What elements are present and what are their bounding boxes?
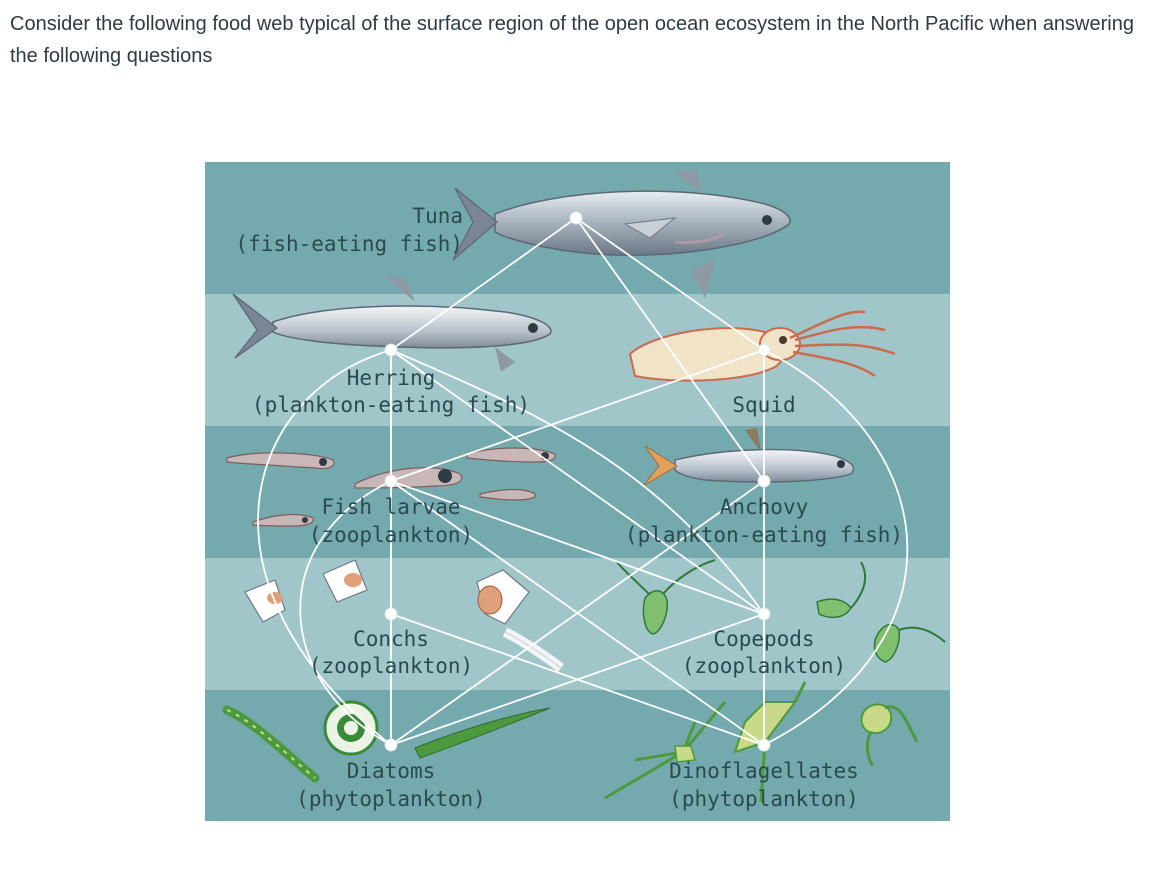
diatoms-illustration	[222, 700, 551, 783]
label-tuna-desc: (fish-eating fish)	[235, 232, 463, 256]
node-tuna	[569, 211, 583, 225]
link-fish-larvae-diatoms-loop	[299, 480, 392, 746]
node-dinoflagellates	[757, 738, 771, 752]
link-fish-larvae-copepods	[390, 480, 765, 615]
link-squid-dinoflagellates-loop	[763, 349, 909, 746]
link-tuna-herring	[390, 217, 577, 351]
node-squid	[757, 343, 771, 357]
label-anchovy-name: Anchovy	[720, 495, 809, 519]
conchs-illustration	[244, 559, 564, 673]
label-dinoflagellates-name: Dinoflagellates	[669, 759, 859, 783]
question-text: Consider the following food web typical …	[10, 13, 1134, 67]
label-copepods-desc: (zooplankton)	[682, 654, 846, 678]
node-diatoms	[384, 738, 398, 752]
link-copepods-diatoms	[390, 613, 765, 746]
label-squid-name: Squid	[732, 393, 795, 417]
link-tuna-anchovy	[575, 217, 765, 482]
copepods-illustration	[616, 559, 946, 663]
food-web-links	[257, 217, 909, 746]
background-bands	[205, 162, 950, 821]
label-tuna-name: Tuna	[412, 204, 463, 228]
label-dinoflagellates-desc: (phytoplankton)	[669, 787, 859, 811]
label-diatoms-desc: (phytoplankton)	[296, 787, 486, 811]
label-herring-desc: (plankton-eating fish)	[252, 393, 530, 417]
food-web-diagram: Tuna (fish-eating fish) Herring (plankto…	[205, 162, 950, 821]
label-fish-larvae-name: Fish larvae	[321, 495, 460, 519]
label-fish-larvae-desc: (zooplankton)	[309, 523, 473, 547]
label-conchs-desc: (zooplankton)	[309, 654, 473, 678]
label-diatoms-name: Diatoms	[347, 759, 436, 783]
link-squid-fish-larvae	[390, 349, 765, 482]
node-copepods	[757, 607, 771, 621]
herring-illustration	[232, 276, 552, 372]
squid-illustration	[628, 310, 896, 382]
node-herring	[384, 343, 398, 357]
node-anchovy	[757, 474, 771, 488]
food-web-nodes	[384, 211, 771, 752]
node-labels: Tuna (fish-eating fish) Herring (plankto…	[235, 204, 903, 811]
node-conchs	[384, 607, 398, 621]
link-fish-larvae-dinoflagellates	[390, 480, 765, 746]
fish-larvae-illustration	[226, 447, 556, 527]
label-conchs-name: Conchs	[353, 627, 429, 651]
tuna-illustration	[452, 170, 791, 298]
label-copepods-name: Copepods	[713, 627, 814, 651]
label-herring-name: Herring	[347, 366, 436, 390]
node-fish-larvae	[384, 474, 398, 488]
link-herring-diatoms-loop	[257, 349, 392, 746]
label-anchovy-desc: (plankton-eating fish)	[625, 523, 903, 547]
link-herring-anchovy-prey	[390, 349, 765, 615]
link-herring-copepods	[390, 349, 765, 615]
link-tuna-squid	[575, 217, 765, 351]
